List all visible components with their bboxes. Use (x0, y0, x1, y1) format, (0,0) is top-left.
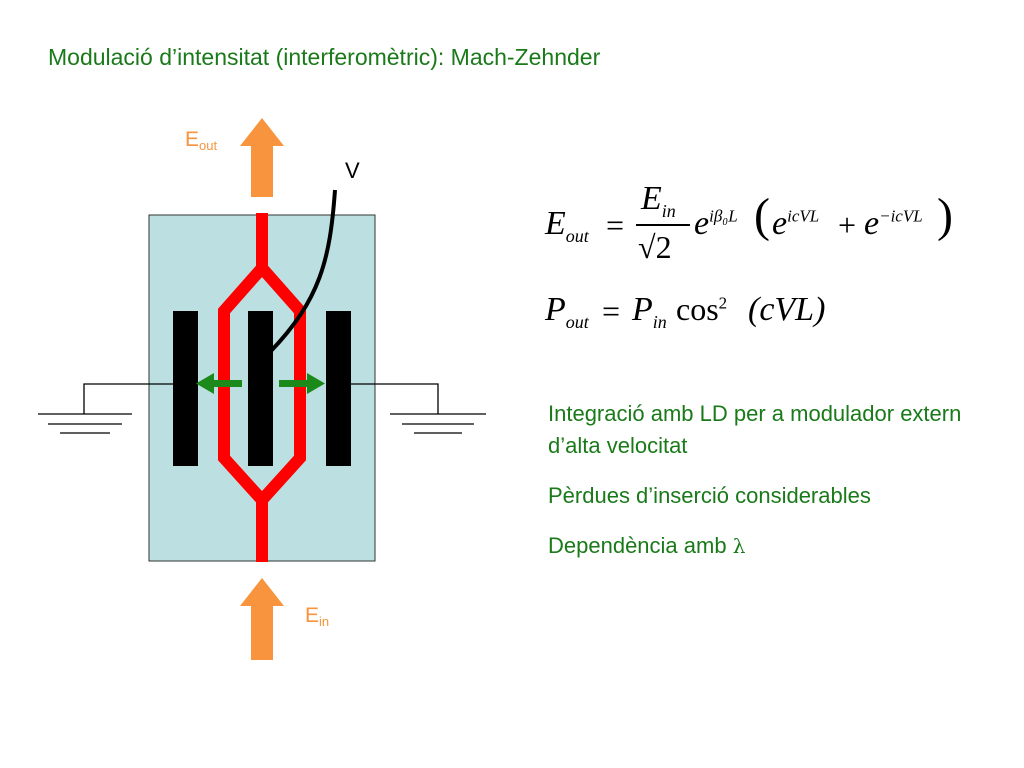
bullet-item-losses: Pèrdues d’inserció considerables (548, 483, 871, 508)
output-arrow (240, 118, 284, 197)
right-electrode (326, 311, 351, 466)
bullet-item-dependence-text: Dependència amb (548, 533, 733, 558)
e-out-main: E (185, 128, 200, 151)
right-ground-wire (345, 383, 439, 414)
eq1-term2-e: e (864, 205, 880, 242)
left-electrode (173, 311, 198, 466)
eq1-num-sub: in (661, 200, 676, 221)
eq2-func: cos2 (676, 291, 727, 328)
eq2-rhs: Pin (632, 291, 667, 333)
bullet-item-dependence: Dependència amb λ (548, 530, 988, 562)
center-electrode (248, 311, 273, 466)
eq1-phase-e: e (694, 205, 710, 242)
eq1-equals: = (606, 207, 625, 243)
voltage-wire (268, 189, 337, 354)
eq1-term1: eicVL (772, 205, 819, 243)
eq1-denominator: √2 (638, 229, 672, 265)
eq2-rhs-sub: in (652, 311, 667, 332)
left-ground-symbol (38, 413, 132, 434)
lambda-symbol: λ (732, 534, 746, 558)
eq1-phase: eiβ₀L (694, 205, 738, 243)
eq1-term1-exp: icVL (787, 206, 820, 226)
eq1-lhs-sub: out (565, 225, 589, 246)
voltage-label: V (345, 158, 360, 183)
eq1-lhs: Eout (545, 205, 589, 247)
eq2-cos: cos (676, 291, 719, 327)
eq2-rhs-symbol: P (632, 291, 653, 328)
left-ground-wire (83, 383, 182, 414)
eq1-num-symbol: E (641, 180, 662, 217)
eq1-lhs-symbol: E (545, 205, 566, 242)
e-out-label: Eout (185, 128, 217, 153)
eq2-lhs-sub: out (565, 311, 589, 332)
eq1-numerator: Ein (641, 180, 676, 222)
eq1-term2-exp: −icVL (879, 206, 923, 226)
eq1-phase-exp: iβ₀L (709, 206, 738, 226)
right-field-arrow (279, 373, 325, 394)
eq1-plus: + (838, 207, 857, 243)
left-field-arrow (196, 373, 242, 394)
eq2-cos-exp: 2 (718, 293, 728, 313)
right-ground-symbol (390, 413, 486, 434)
input-arrow (240, 578, 284, 660)
eq1-term2: e−icVL (864, 205, 923, 243)
e-in-label: Ein (305, 604, 329, 629)
e-out-sub: out (199, 138, 218, 153)
eq1-open-paren: ( (754, 189, 770, 242)
slide-title: Modulació d’intensitat (interferomètric)… (48, 44, 601, 70)
fraction-bar (636, 224, 690, 226)
eq2-lhs: Pout (545, 291, 589, 333)
e-in-sub: in (319, 614, 330, 629)
e-in-main: E (305, 604, 320, 627)
bullet-list: Integració amb LD per a modulador extern… (548, 398, 988, 580)
eq1-term1-e: e (772, 205, 788, 242)
eq1-close-paren: ) (937, 189, 953, 242)
eq2-equals: = (602, 293, 621, 329)
eq2-arg: (cVL) (748, 291, 826, 328)
bullet-item-integration: Integració amb LD per a modulador extern… (548, 401, 962, 458)
eq2-lhs-symbol: P (545, 291, 566, 328)
